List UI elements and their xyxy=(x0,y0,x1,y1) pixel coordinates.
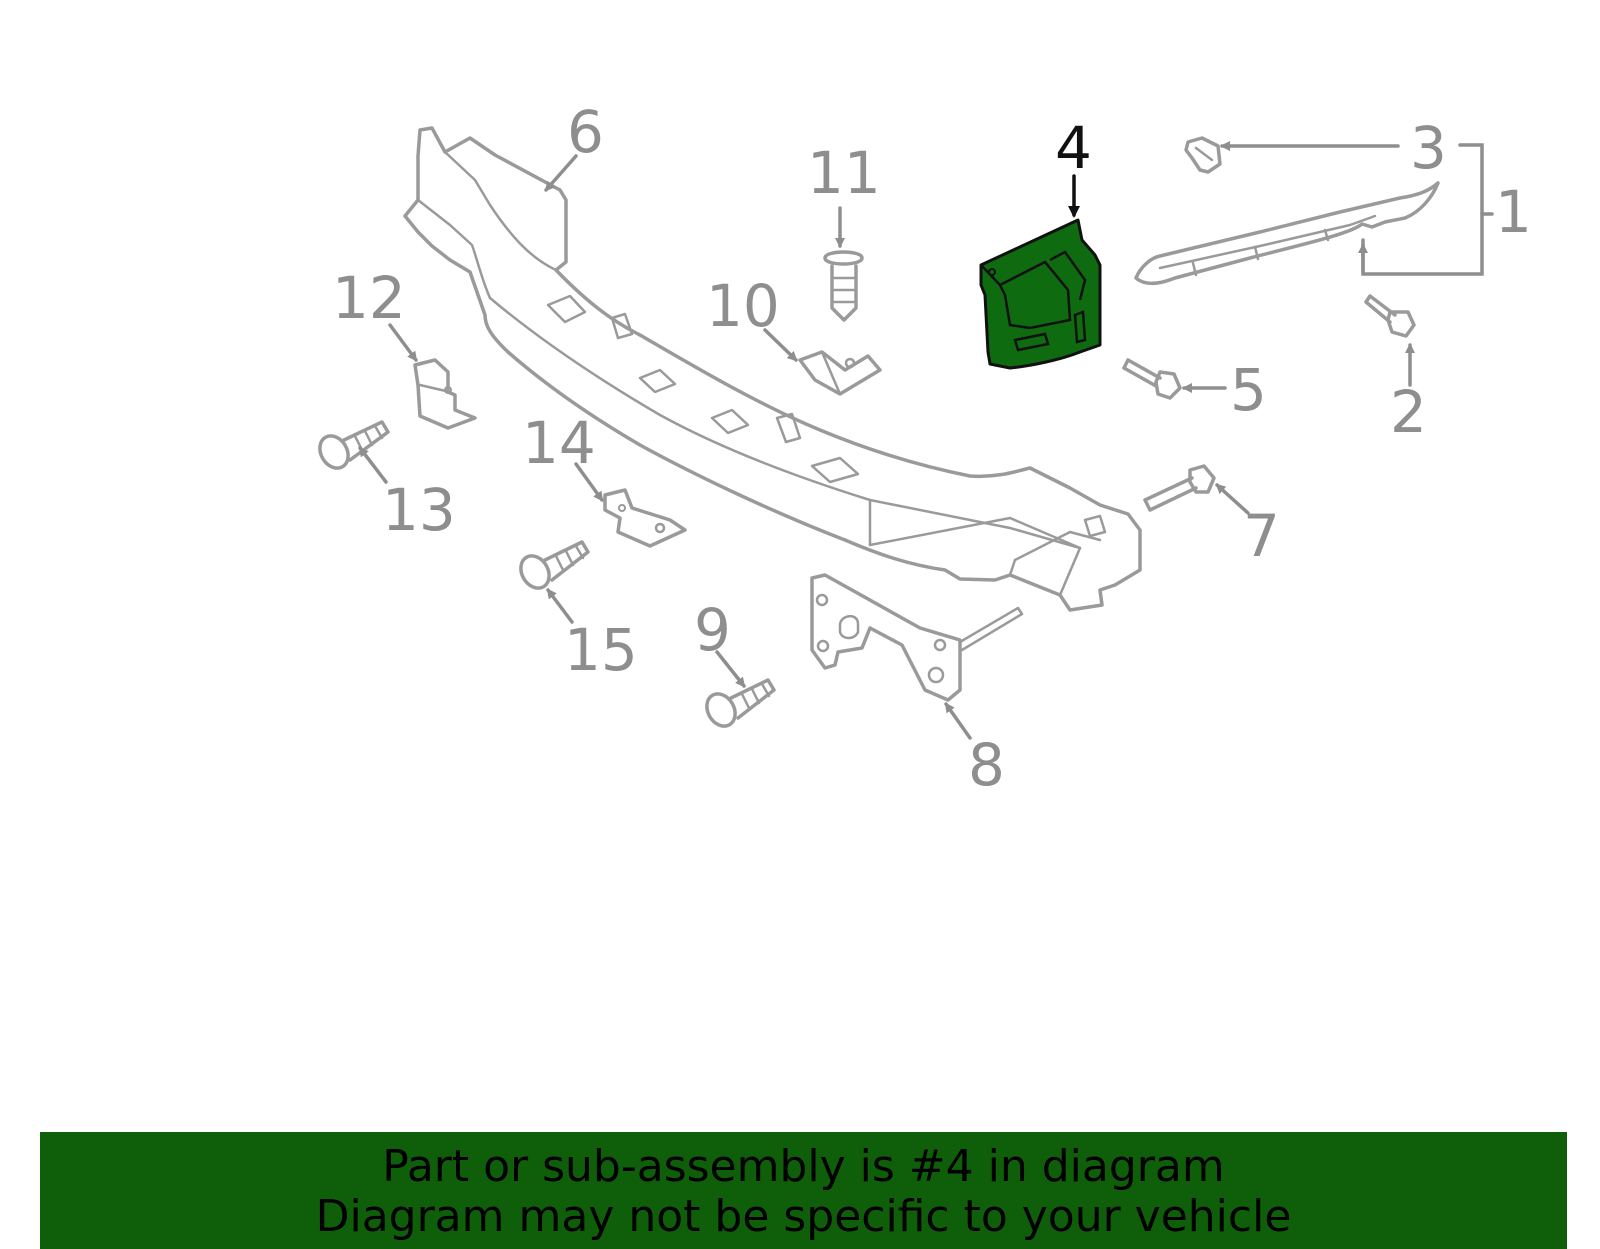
callout-6-arrow xyxy=(544,154,578,192)
mounting-bracket-part-8 xyxy=(810,573,1024,702)
callout-6: 6 xyxy=(567,98,604,166)
parts-diagram: 1 2 3 4 5 6 7 8 9 10 11 12 13 14 15 xyxy=(318,98,1532,799)
callout-9: 9 xyxy=(694,596,731,664)
screw-part-11 xyxy=(823,250,864,322)
callout-12: 12 xyxy=(332,264,406,332)
screw-part-15 xyxy=(519,540,590,590)
info-banner: Part or sub-assembly is #4 in diagram Di… xyxy=(40,1132,1567,1249)
callout-5: 5 xyxy=(1230,356,1267,424)
callout-9-arrow xyxy=(715,650,746,688)
callout-4: 4 xyxy=(1055,114,1092,182)
screw-part-13 xyxy=(318,420,390,470)
callout-13: 13 xyxy=(382,476,456,544)
callout-13-arrow xyxy=(358,446,388,484)
bumper-reinforcement-beam xyxy=(403,126,1142,612)
callout-14: 14 xyxy=(522,409,596,477)
push-clip-part-3 xyxy=(1184,136,1222,174)
callout-14-arrow xyxy=(574,462,604,502)
callout-15-arrow xyxy=(546,588,574,624)
callout-1: 1 xyxy=(1495,178,1532,246)
highlighted-bracket-part-4 xyxy=(979,218,1102,370)
bolt-part-5 xyxy=(1122,358,1182,400)
callout-7-arrow xyxy=(1215,483,1250,515)
callout-12-arrow xyxy=(388,323,418,362)
bracket-part-12 xyxy=(413,358,477,430)
bolt-part-7 xyxy=(1143,464,1216,512)
bumper-strip xyxy=(1134,181,1440,285)
callout-11: 11 xyxy=(807,139,881,207)
callout-10: 10 xyxy=(706,272,780,340)
screw-part-9 xyxy=(705,678,776,728)
callout-8-arrow xyxy=(944,702,972,740)
callout-7: 7 xyxy=(1243,502,1280,570)
callout-8: 8 xyxy=(968,731,1005,799)
bolt-part-2 xyxy=(1364,294,1416,338)
banner-line-part: Part or sub-assembly is #4 in diagram xyxy=(382,1141,1225,1192)
callout-2: 2 xyxy=(1390,378,1427,446)
callout-3: 3 xyxy=(1410,114,1447,182)
small-bracket-part-10 xyxy=(798,350,882,396)
banner-line-disclaimer: Diagram may not be specific to your vehi… xyxy=(315,1191,1292,1242)
callout-10-arrow xyxy=(763,328,798,362)
callout-15: 15 xyxy=(564,616,638,684)
bracket-part-14 xyxy=(603,488,687,548)
